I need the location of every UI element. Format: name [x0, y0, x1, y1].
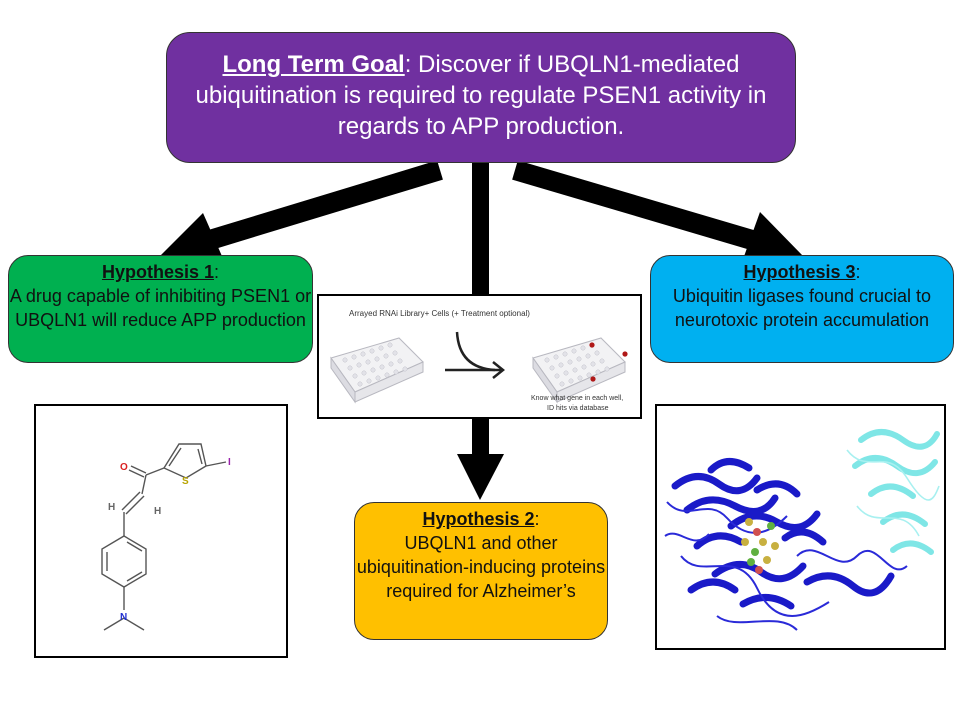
- protein-main-domain: [671, 458, 895, 610]
- ligand-ball-and-stick: [741, 518, 779, 574]
- arrow-to-hypothesis-1-shaft: [207, 160, 443, 250]
- hypothesis-1-text: A drug capable of inhibiting PSEN1 or UB…: [9, 286, 312, 330]
- rnai-panel-title: Arrayed RNAi Library+ Cells (+ Treatment…: [349, 309, 530, 318]
- atom-sulfur-label: S: [182, 476, 189, 487]
- arrow-center-upper-shaft: [472, 163, 489, 296]
- arrow-to-hypothesis-2-shaft: [472, 419, 489, 455]
- hypothesis-3-box: Hypothesis 3: Ubiquitin ligases found cr…: [650, 255, 954, 363]
- well-plate-right: [532, 337, 628, 404]
- arrow-to-hypothesis-3-head: [742, 212, 803, 262]
- protein-coil-strands: [664, 501, 908, 631]
- rnai-panel-note-line-2: ID hits via database: [547, 405, 609, 412]
- atom-hydrogen-label: H: [154, 506, 161, 517]
- protein-structure-panel: [655, 404, 946, 650]
- protein-accessory-domain: [852, 429, 940, 555]
- hypothesis-3-label: Hypothesis 3: [743, 262, 856, 282]
- hypothesis-2-label: Hypothesis 2: [422, 509, 535, 529]
- rnai-screen-illustration: Arrayed RNAi Library+ Cells (+ Treatment…: [330, 309, 628, 412]
- hypothesis-1-label: Hypothesis 1: [101, 262, 215, 282]
- hit-well-marker: [622, 351, 628, 357]
- process-arrow: [445, 331, 506, 379]
- arrow-to-hypothesis-2-head: [457, 454, 504, 500]
- rnai-panel-note-line-1: Know what gene in each well,: [531, 395, 623, 402]
- atom-iodine-label: I: [228, 457, 231, 468]
- hit-well-marker: [589, 342, 595, 348]
- molecule-structure-panel: O S I H H N: [34, 404, 288, 658]
- hypothesis-1-box: Hypothesis 1: A drug capable of inhibiti…: [8, 255, 313, 363]
- well-plate-left: [330, 337, 424, 404]
- rnai-screen-panel: Arrayed RNAi Library+ Cells (+ Treatment…: [317, 294, 642, 419]
- atom-hydrogen-label: H: [108, 502, 115, 513]
- hit-well-marker: [590, 376, 596, 382]
- hypothesis-2-box: Hypothesis 2: UBQLN1 and other ubiquitin…: [354, 502, 608, 640]
- hypothesis-2-text: UBQLN1 and other ubiquitination-inducing…: [356, 533, 606, 601]
- atom-oxygen-label: O: [120, 462, 128, 473]
- atom-nitrogen-label: N: [120, 612, 127, 623]
- arrow-to-hypothesis-1-head: [160, 213, 225, 263]
- hypothesis-3-text: Ubiquitin ligases found crucial to neuro…: [672, 286, 932, 330]
- protein-accessory-coils: [846, 449, 940, 537]
- chemical-structure-drawing: O S I H H N: [101, 443, 231, 631]
- protein-ribbon-image: [664, 429, 940, 631]
- goal-text: : Discover if UBQLN1-mediated ubiquitina…: [195, 51, 767, 140]
- goal-lead: Long Term Goal: [222, 51, 405, 78]
- arrow-to-hypothesis-3-shaft: [512, 160, 755, 250]
- long-term-goal-box: Long Term Goal: Discover if UBQLN1-media…: [166, 32, 796, 163]
